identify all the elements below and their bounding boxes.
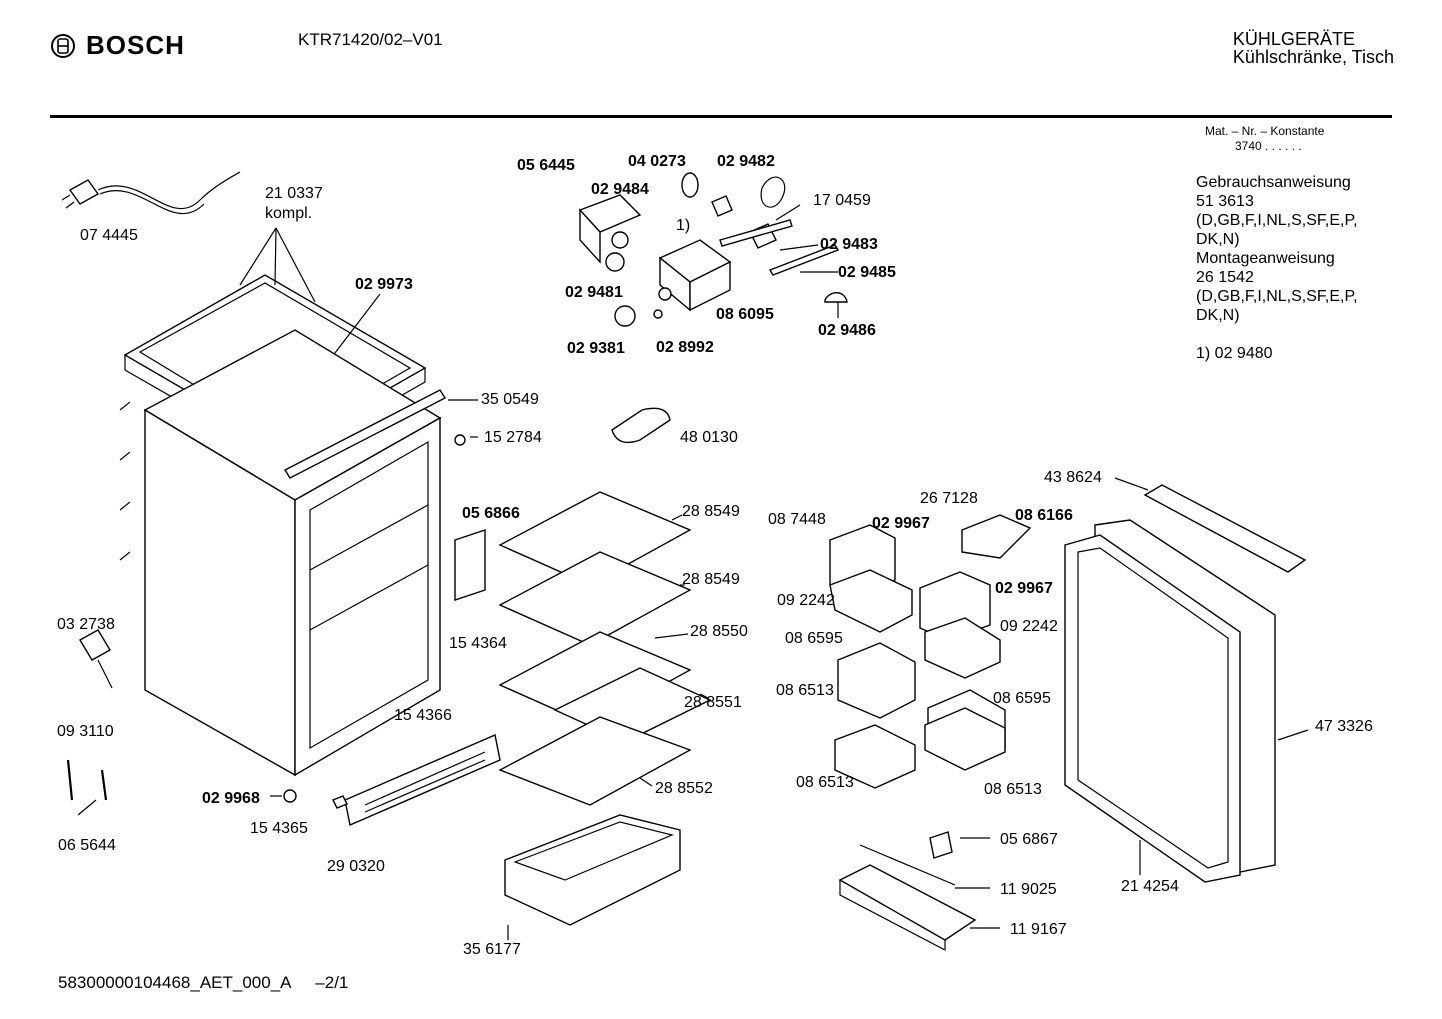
header-divider: [50, 115, 1392, 118]
part-label: 09 2242: [777, 592, 835, 609]
part-label: 02 9967: [995, 580, 1053, 597]
category-line2: Kühlschränke, Tisch: [1232, 47, 1394, 67]
page-number: –2/1: [315, 973, 349, 992]
part-label: 08 6166: [1015, 507, 1073, 524]
part-label: 02 9484: [591, 181, 649, 198]
material-constant-value: 3740 . . . . . .: [1235, 139, 1302, 153]
note-line: Gebrauchsanweisung: [1196, 174, 1351, 191]
part-label: 11 9025: [1000, 881, 1057, 898]
part-label: 15 4365: [250, 820, 308, 837]
note-line: 26 1542: [1196, 269, 1254, 286]
crisper-drawer-icon: [504, 814, 681, 926]
part-label: 11 9167: [1010, 921, 1067, 938]
cover-plate-icon: [611, 407, 671, 444]
part-label: 08 6513: [984, 781, 1042, 798]
footnote: 1) 02 9480: [1196, 345, 1273, 362]
part-label: kompl.: [265, 205, 313, 222]
part-label: 05 6867: [1000, 831, 1058, 848]
part-label: 08 6513: [796, 774, 854, 791]
part-label: 29 0320: [327, 858, 385, 875]
part-label: 05 6866: [462, 505, 520, 522]
part-label: 15 4364: [449, 635, 507, 652]
part-label: 35 0549: [481, 391, 539, 408]
part-label: 08 6095: [716, 306, 774, 323]
thermostat-assembly-icon: [578, 172, 848, 327]
material-constant: Mat. – Nr. – Konstante 3740 . . . . . .: [1205, 124, 1324, 154]
door-shelf-icon: [838, 831, 977, 951]
part-label: 15 2784: [484, 429, 542, 446]
note-line: DK,N): [1196, 307, 1240, 324]
part-label: 06 5644: [58, 837, 116, 854]
part-label: 1): [676, 217, 691, 234]
cabinet-body-icon: [119, 329, 442, 777]
note-line: DK,N): [1196, 231, 1240, 248]
part-label: 08 6595: [785, 630, 843, 647]
part-label: 02 9381: [567, 340, 625, 357]
part-label: 04 0273: [628, 153, 686, 170]
model-number: KTR71420/02–V01: [298, 30, 443, 49]
part-label: 28 8552: [655, 780, 713, 797]
material-constant-label: Mat. – Nr. – Konstante: [1205, 124, 1325, 138]
part-label: 08 7448: [768, 511, 826, 528]
part-label: 47 3326: [1315, 718, 1373, 735]
part-label: 07 4445: [80, 227, 138, 244]
bosch-logo-icon: [51, 33, 75, 58]
part-label: 02 9967: [872, 515, 930, 532]
probe-icon: [66, 759, 74, 801]
part-label: 02 9481: [565, 284, 623, 301]
part-label: 48 0130: [680, 429, 738, 446]
part-label: 21 0337: [265, 185, 323, 202]
part-label: 17 0459: [813, 192, 871, 209]
part-label: 28 8550: [690, 623, 748, 640]
brand-name: BOSCH: [86, 30, 185, 60]
front-grille-icon: [344, 734, 501, 826]
category-line1: KÜHLGERÄTE: [1232, 29, 1355, 49]
door-bins-icon: [829, 514, 1032, 789]
part-label: 02 9485: [838, 264, 896, 281]
part-label: 05 6445: [517, 157, 575, 174]
part-label: 09 3110: [57, 723, 114, 740]
brand-header: BOSCH: [50, 30, 185, 61]
part-label: 02 9482: [717, 153, 775, 170]
part-label: 43 8624: [1044, 469, 1102, 486]
note-line: (D,GB,F,I,NL,S,SF,E,P,: [1196, 288, 1358, 305]
part-label: 28 8549: [682, 503, 740, 520]
document-id: 58300000104468_AET_000_A: [58, 973, 291, 992]
part-label: 02 9968: [202, 790, 260, 807]
power-cord-icon: [61, 171, 241, 215]
part-label: 02 8992: [656, 339, 714, 356]
part-label: 02 9973: [355, 276, 413, 293]
door-assembly-icon: [1064, 484, 1307, 883]
part-label: 03 2738: [57, 616, 115, 633]
part-label: 28 8549: [682, 571, 740, 588]
part-label: 28 8551: [684, 694, 742, 711]
note-line: (D,GB,F,I,NL,S,SF,E,P,: [1196, 212, 1358, 229]
part-label: 35 6177: [463, 941, 521, 958]
note-line: Montageanweisung: [1196, 250, 1335, 267]
part-label: 08 6595: [993, 690, 1051, 707]
note-line: 51 3613: [1196, 193, 1254, 210]
part-label: 02 9486: [818, 322, 876, 339]
part-label: 26 7128: [920, 490, 978, 507]
part-label: 08 6513: [776, 682, 834, 699]
footer: 58300000104468_AET_000_A –2/1: [58, 973, 348, 993]
part-label: 15 4366: [394, 707, 452, 724]
glass-shelves-icon: [498, 491, 712, 806]
document-notes: Gebrauchsanweisung 51 3613 (D,GB,F,I,NL,…: [1196, 173, 1396, 363]
part-label: 21 4254: [1121, 878, 1179, 895]
part-label: 02 9483: [820, 236, 878, 253]
part-label: 09 2242: [1000, 618, 1058, 635]
category-title: KÜHLGERÄTE Kühlschränke, Tisch: [1233, 30, 1394, 66]
component-03-2738-icon: [79, 629, 111, 661]
